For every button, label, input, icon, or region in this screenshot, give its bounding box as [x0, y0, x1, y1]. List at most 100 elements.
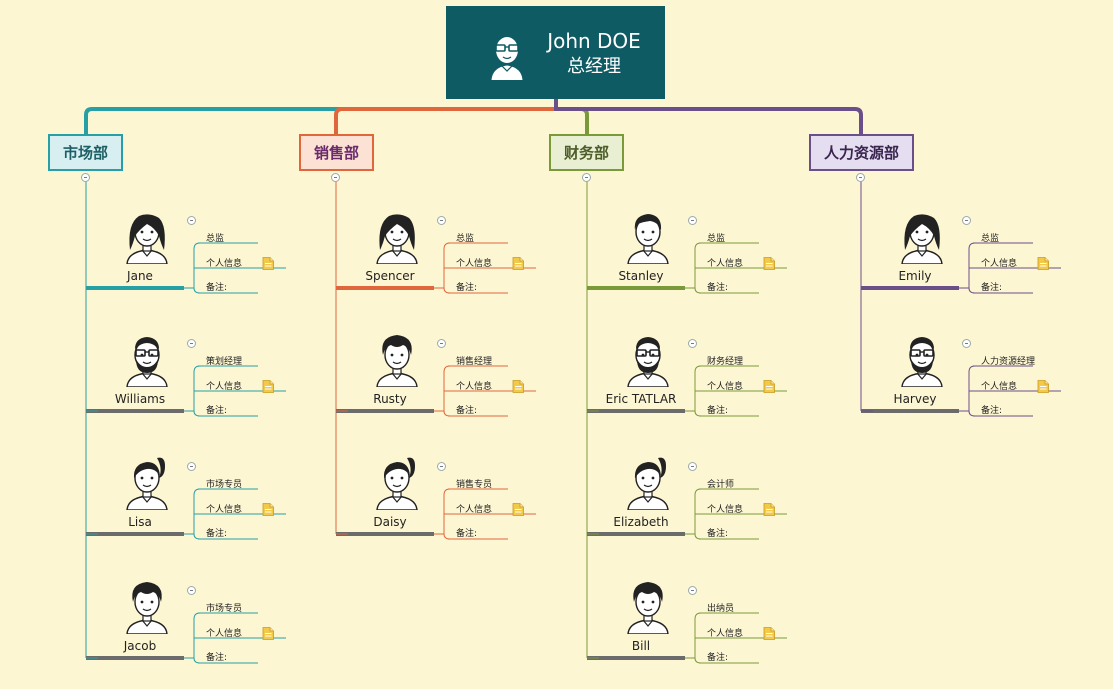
note-icon[interactable]	[763, 378, 775, 393]
woman-ponytail-icon	[622, 452, 674, 514]
collapse-toggle-button[interactable]	[688, 339, 697, 348]
department-node[interactable]: 销售部	[299, 134, 374, 171]
collapse-toggle-button[interactable]	[582, 173, 591, 182]
role-label: 总监	[456, 234, 475, 244]
person-name[interactable]: Jacob	[123, 639, 157, 653]
personal-info-label[interactable]: 个人信息	[981, 382, 1018, 392]
note-icon[interactable]	[763, 625, 775, 640]
person-name[interactable]: Emily	[898, 269, 932, 283]
person-name[interactable]: Elizabeth	[613, 515, 669, 529]
notes-label: 备注:	[707, 406, 729, 416]
personal-info-label[interactable]: 个人信息	[707, 259, 744, 269]
role-label: 总监	[707, 234, 726, 244]
role-label: 财务经理	[707, 357, 744, 367]
role-label: 销售专员	[456, 480, 493, 490]
person-name[interactable]: Daisy	[373, 515, 407, 529]
note-icon[interactable]	[262, 501, 274, 516]
root-title: 总经理	[567, 56, 621, 77]
woman-ponytail-icon	[371, 452, 423, 514]
role-label: 出纳员	[707, 604, 735, 614]
man-curly-hair-icon	[371, 329, 423, 391]
root-node[interactable]: John DOE 总经理	[446, 6, 665, 99]
note-icon[interactable]	[512, 378, 524, 393]
collapse-toggle-button[interactable]	[331, 173, 340, 182]
collapse-toggle-button[interactable]	[962, 339, 971, 348]
personal-info-label[interactable]: 个人信息	[707, 505, 744, 515]
collapse-toggle-button[interactable]	[962, 216, 971, 225]
personal-info-label[interactable]: 个人信息	[981, 259, 1018, 269]
note-icon[interactable]	[262, 378, 274, 393]
department-node[interactable]: 人力资源部	[809, 134, 914, 171]
notes-label: 备注:	[707, 653, 729, 663]
root-name: John DOE	[547, 29, 641, 53]
notes-label: 备注:	[707, 283, 729, 293]
person-name[interactable]: Jane	[127, 269, 153, 283]
collapse-toggle-button[interactable]	[688, 216, 697, 225]
note-icon[interactable]	[512, 501, 524, 516]
role-label: 策划经理	[206, 357, 243, 367]
person-name[interactable]: Spencer	[365, 269, 415, 283]
woman-ponytail-icon	[121, 452, 173, 514]
role-label: 总监	[981, 234, 1000, 244]
personal-info-label[interactable]: 个人信息	[707, 629, 744, 639]
man-glasses-beard-icon	[121, 329, 173, 391]
collapse-toggle-button[interactable]	[688, 586, 697, 595]
notes-label: 备注:	[981, 283, 1003, 293]
person-name[interactable]: Williams	[114, 392, 166, 406]
collapse-toggle-button[interactable]	[187, 216, 196, 225]
department-node[interactable]: 财务部	[549, 134, 624, 171]
notes-label: 备注:	[206, 653, 228, 663]
notes-label: 备注:	[456, 283, 478, 293]
role-label: 市场专员	[206, 480, 243, 490]
role-label: 市场专员	[206, 604, 243, 614]
person-name[interactable]: Harvey	[893, 392, 937, 406]
person-name[interactable]: Eric TATLAR	[605, 392, 677, 406]
note-icon[interactable]	[1037, 378, 1049, 393]
note-icon[interactable]	[1037, 255, 1049, 270]
note-icon[interactable]	[763, 501, 775, 516]
personal-info-label[interactable]: 个人信息	[206, 505, 243, 515]
note-icon[interactable]	[763, 255, 775, 270]
personal-info-label[interactable]: 个人信息	[456, 382, 493, 392]
note-icon[interactable]	[262, 255, 274, 270]
person-name[interactable]: Rusty	[373, 392, 407, 406]
person-name[interactable]: Lisa	[128, 515, 152, 529]
collapse-toggle-button[interactable]	[688, 462, 697, 471]
personal-info-label[interactable]: 个人信息	[206, 259, 243, 269]
collapse-toggle-button[interactable]	[81, 173, 90, 182]
man-short-hair-icon	[622, 206, 674, 268]
personal-info-label[interactable]: 个人信息	[206, 629, 243, 639]
personal-info-label[interactable]: 个人信息	[456, 505, 493, 515]
collapse-toggle-button[interactable]	[856, 173, 865, 182]
notes-label: 备注:	[456, 406, 478, 416]
collapse-toggle-button[interactable]	[187, 462, 196, 471]
notes-label: 备注:	[206, 529, 228, 539]
notes-label: 备注:	[456, 529, 478, 539]
role-label: 销售经理	[456, 357, 493, 367]
role-label: 总监	[206, 234, 225, 244]
notes-label: 备注:	[206, 406, 228, 416]
woman-long-hair-icon	[371, 206, 423, 268]
department-node[interactable]: 市场部	[48, 134, 123, 171]
woman-long-hair-icon	[896, 206, 948, 268]
person-name[interactable]: Stanley	[618, 269, 664, 283]
collapse-toggle-button[interactable]	[187, 586, 196, 595]
personal-info-label[interactable]: 个人信息	[206, 382, 243, 392]
collapse-toggle-button[interactable]	[187, 339, 196, 348]
collapse-toggle-button[interactable]	[437, 462, 446, 471]
note-icon[interactable]	[262, 625, 274, 640]
collapse-toggle-button[interactable]	[437, 339, 446, 348]
role-label: 会计师	[707, 480, 735, 490]
person-name[interactable]: Bill	[631, 639, 651, 653]
man-curly-hair-icon	[622, 576, 674, 638]
role-label: 人力资源经理	[981, 357, 1036, 367]
personal-info-label[interactable]: 个人信息	[456, 259, 493, 269]
personal-info-label[interactable]: 个人信息	[707, 382, 744, 392]
man-glasses-beard-icon	[622, 329, 674, 391]
notes-label: 备注:	[707, 529, 729, 539]
notes-label: 备注:	[206, 283, 228, 293]
man-glasses-beard-icon	[896, 329, 948, 391]
note-icon[interactable]	[512, 255, 524, 270]
collapse-toggle-button[interactable]	[437, 216, 446, 225]
